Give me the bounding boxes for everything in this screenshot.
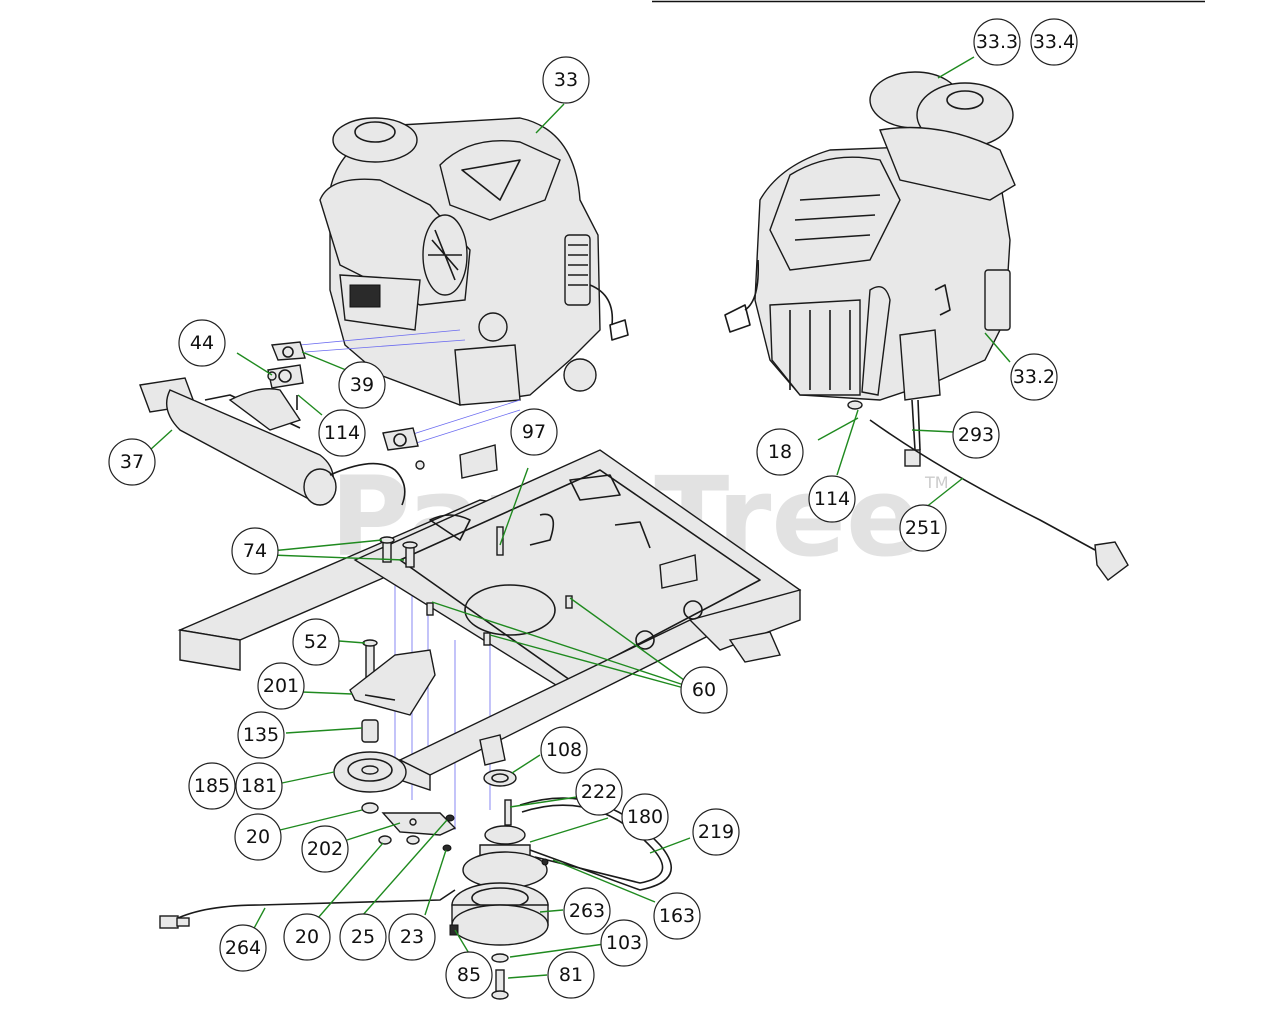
callout-33-2-label: 33.2 <box>1013 366 1055 388</box>
callout-25[interactable]: 25 <box>339 913 387 961</box>
callout-135-label: 135 <box>243 724 279 746</box>
callout-20-upper-label: 20 <box>246 826 270 848</box>
callout-264-label: 264 <box>225 937 261 959</box>
callout-74-label: 74 <box>243 540 267 562</box>
clutch-assembly-illustration <box>449 769 672 1000</box>
frame-bolts-illustration <box>379 526 573 646</box>
callout-97[interactable]: 97 <box>510 408 558 456</box>
callout-103[interactable]: 103 <box>600 919 648 967</box>
exhaust-gaskets-illustration <box>267 341 425 470</box>
muffler-illustration <box>139 377 406 506</box>
callout-37[interactable]: 37 <box>108 438 156 486</box>
callout-52[interactable]: 52 <box>292 618 340 666</box>
callout-263[interactable]: 263 <box>563 887 611 935</box>
callout-163[interactable]: 163 <box>653 892 701 940</box>
callout-219-label: 219 <box>698 821 734 843</box>
callout-114-exhaust[interactable]: 114 <box>318 409 366 457</box>
callout-39[interactable]: 39 <box>338 361 386 409</box>
engine-right-illustration <box>724 71 1129 581</box>
callout-20-lower[interactable]: 20 <box>283 913 331 961</box>
callout-33-3-label: 33.3 <box>976 31 1018 53</box>
callout-60-label: 60 <box>692 679 716 701</box>
callout-25-label: 25 <box>351 926 375 948</box>
callout-108-label: 108 <box>546 739 582 761</box>
callout-81[interactable]: 81 <box>547 951 595 999</box>
callout-20-lower-label: 20 <box>295 926 319 948</box>
callout-23[interactable]: 23 <box>388 913 436 961</box>
callout-264[interactable]: 264 <box>219 924 267 972</box>
callout-135[interactable]: 135 <box>237 711 285 759</box>
leader-lines <box>149 56 1011 979</box>
callout-219[interactable]: 219 <box>692 808 740 856</box>
callout-180-label: 180 <box>627 806 663 828</box>
callout-263-label: 263 <box>569 900 605 922</box>
callout-201[interactable]: 201 <box>257 662 305 710</box>
callout-33-4-label: 33.4 <box>1033 31 1075 53</box>
engine-left-illustration <box>319 117 629 406</box>
callout-20-upper[interactable]: 20 <box>234 813 282 861</box>
callout-33-2[interactable]: 33.2 <box>1010 353 1058 401</box>
callout-114-exhaust-label: 114 <box>324 422 360 444</box>
callout-103-label: 103 <box>606 932 642 954</box>
callout-74[interactable]: 74 <box>231 527 279 575</box>
callout-33-3[interactable]: 33.3 <box>973 18 1021 66</box>
callout-222-label: 222 <box>581 781 617 803</box>
callout-60[interactable]: 60 <box>680 666 728 714</box>
callout-23-label: 23 <box>400 926 424 948</box>
callout-114-engine[interactable]: 114 <box>808 475 856 523</box>
callout-108[interactable]: 108 <box>540 726 588 774</box>
callout-180[interactable]: 180 <box>621 793 669 841</box>
callout-33-label: 33 <box>554 69 578 91</box>
callout-18-label: 18 <box>768 441 792 463</box>
callout-181-label: 181 <box>241 775 277 797</box>
callout-222[interactable]: 222 <box>575 768 623 816</box>
callout-33[interactable]: 33 <box>542 56 590 104</box>
callout-114-engine-label: 114 <box>814 488 850 510</box>
callout-185[interactable]: 185 <box>188 762 236 810</box>
idler-assembly-illustration <box>333 639 457 852</box>
callout-18[interactable]: 18 <box>756 428 804 476</box>
callout-185-label: 185 <box>194 775 230 797</box>
callout-44-label: 44 <box>190 332 214 354</box>
callout-85[interactable]: 85 <box>445 951 493 999</box>
callout-52-label: 52 <box>304 631 328 653</box>
callout-251-label: 251 <box>905 517 941 539</box>
callout-37-label: 37 <box>120 451 144 473</box>
callout-201-label: 201 <box>263 675 299 697</box>
watermark-trademark: TM <box>924 473 949 492</box>
callout-202-label: 202 <box>307 838 343 860</box>
callout-251[interactable]: 251 <box>899 504 947 552</box>
callout-181[interactable]: 181 <box>235 762 283 810</box>
callout-293[interactable]: 293 <box>952 411 1000 459</box>
pto-harness-illustration <box>159 889 456 929</box>
callout-81-label: 81 <box>559 964 583 986</box>
callout-39-label: 39 <box>350 374 374 396</box>
frame-illustration <box>177 444 802 791</box>
callout-44[interactable]: 44 <box>178 319 226 367</box>
callout-33-4[interactable]: 33.4 <box>1030 18 1078 66</box>
callout-85-label: 85 <box>457 964 481 986</box>
callout-163-label: 163 <box>659 905 695 927</box>
callout-202[interactable]: 202 <box>301 825 349 873</box>
callout-293-label: 293 <box>958 424 994 446</box>
callout-97-label: 97 <box>522 421 546 443</box>
